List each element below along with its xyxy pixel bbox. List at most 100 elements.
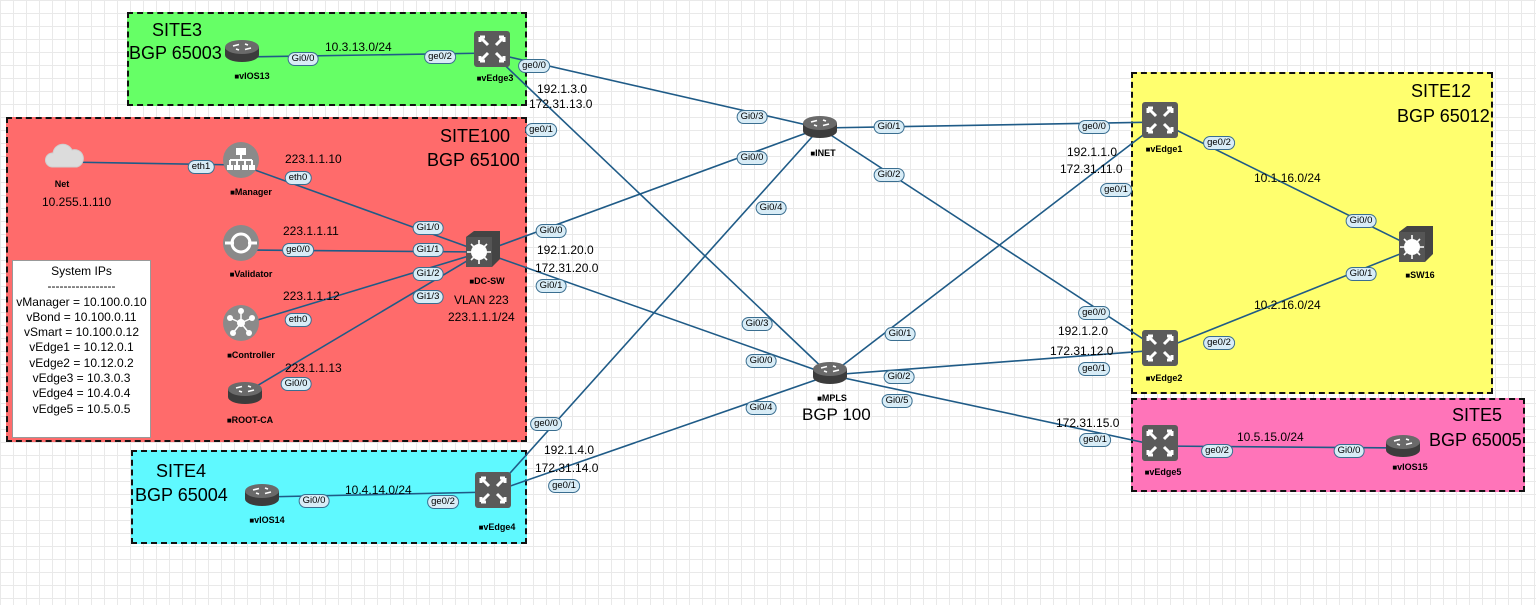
vedge-icon[interactable] bbox=[1140, 328, 1180, 368]
vedge-icon[interactable] bbox=[473, 470, 513, 510]
vedge1-mpls-ip-label: 172.31.11.0 bbox=[1060, 162, 1123, 176]
iface-tag: Gi0/3 bbox=[736, 110, 768, 124]
link-vedge4-mpls bbox=[492, 374, 831, 493]
vedge-icon[interactable] bbox=[1140, 423, 1180, 463]
site4-title: SITE4 bbox=[156, 461, 207, 481]
iface-tag: Gi0/5 bbox=[881, 394, 913, 408]
iface-tag: ge0/2 bbox=[424, 50, 456, 64]
site4-bgp: BGP 65004 bbox=[135, 485, 228, 505]
link-validator-dcsw bbox=[240, 249, 483, 253]
iface-tag: Gi1/0 bbox=[412, 221, 444, 235]
cloud-icon[interactable] bbox=[44, 137, 84, 177]
iface-tag: eth1 bbox=[187, 160, 215, 174]
controller-icon[interactable] bbox=[221, 303, 261, 343]
system-ip-line: vEdge4 = 10.4.0.4 bbox=[32, 386, 131, 401]
site5-subnet-label: 10.5.15.0/24 bbox=[1237, 430, 1304, 444]
link-rootca-dcsw bbox=[244, 251, 483, 394]
node-label-controller: Controller bbox=[227, 350, 275, 361]
site3-subnet-label: 10.3.13.0/24 bbox=[325, 40, 392, 54]
iface-tag: ge0/2 bbox=[427, 495, 459, 509]
link-vedge3-mpls bbox=[491, 52, 831, 376]
iface-tag: ge0/2 bbox=[1203, 336, 1235, 350]
vedge3-inet-ip-label: 192.1.3.0 bbox=[537, 82, 588, 96]
iface-tag: Gi0/1 bbox=[535, 279, 567, 293]
link-vedge1-sw16 bbox=[1159, 121, 1416, 249]
node-label-vedge2: vEdge2 bbox=[1146, 373, 1182, 384]
iface-tag: ge0/1 bbox=[1100, 183, 1132, 197]
link-mpls-vedge1 bbox=[829, 121, 1161, 376]
node-label-vedge3: vEdge3 bbox=[477, 73, 513, 84]
site4-subnet-label: 10.4.14.0/24 bbox=[345, 483, 412, 497]
iface-tag: Gi1/2 bbox=[412, 267, 444, 281]
vedge-icon[interactable] bbox=[1140, 100, 1180, 140]
iface-tag: Gi0/2 bbox=[873, 168, 905, 182]
validator-ip-label: 223.1.1.11 bbox=[283, 224, 339, 238]
system-ip-line: vBond = 10.100.0.11 bbox=[26, 309, 137, 324]
node-label-rootca: ROOT-CA bbox=[227, 415, 274, 426]
iface-tag: eth0 bbox=[284, 171, 312, 185]
site5-area bbox=[1131, 398, 1525, 492]
iface-tag: Gi1/3 bbox=[412, 290, 444, 304]
dcsw-mpls-ip-label: 172.31.20.0 bbox=[535, 261, 599, 275]
link-vedge2-sw16 bbox=[1159, 247, 1416, 351]
link-vedge5-vios15 bbox=[1159, 445, 1404, 449]
vedge2-inet-ip-label: 192.1.2.0 bbox=[1058, 324, 1109, 338]
switch-icon[interactable] bbox=[1395, 224, 1435, 264]
site12-title: SITE12 bbox=[1411, 81, 1472, 101]
link-dcsw-inet bbox=[481, 127, 821, 253]
node-label-net: Net bbox=[54, 179, 70, 189]
iface-tag: Gi0/4 bbox=[745, 401, 777, 415]
vlan-label: VLAN 223 bbox=[454, 293, 509, 307]
site12-subnet1-label: 10.1.16.0/24 bbox=[1254, 171, 1321, 185]
iface-tag: Gi0/3 bbox=[741, 317, 773, 331]
node-label-dcsw: DC-SW bbox=[469, 276, 505, 287]
iface-tag: ge0/0 bbox=[1078, 120, 1110, 134]
node-label-sw16: SW16 bbox=[1405, 270, 1435, 281]
link-controller-dcsw bbox=[240, 251, 483, 326]
manager-ip-label: 223.1.1.10 bbox=[285, 152, 342, 166]
router-icon[interactable] bbox=[242, 474, 282, 514]
iface-tag: Gi0/1 bbox=[884, 327, 916, 341]
link-net-manager bbox=[63, 161, 242, 166]
site5-title: SITE5 bbox=[1452, 405, 1503, 425]
site100-bgp: BGP 65100 bbox=[427, 150, 520, 170]
iface-tag: ge0/1 bbox=[548, 479, 580, 493]
router-icon[interactable] bbox=[222, 30, 262, 70]
node-label-inet: INET bbox=[810, 148, 836, 159]
system-ip-line: vEdge2 = 10.12.0.2 bbox=[29, 355, 134, 370]
site12-subnet2-label: 10.2.16.0/24 bbox=[1254, 298, 1321, 312]
link-manager-dcsw bbox=[240, 164, 483, 253]
iface-tag: Gi1/1 bbox=[412, 243, 444, 257]
node-label-validator: Validator bbox=[230, 269, 272, 280]
system-ips-divider: ----------------- bbox=[47, 279, 116, 294]
link-mpls-vedge5 bbox=[829, 374, 1161, 447]
router-icon[interactable] bbox=[800, 106, 840, 146]
iface-tag: eth0 bbox=[284, 313, 312, 327]
switch-icon[interactable] bbox=[462, 229, 502, 269]
mpls-bgp-label: BGP 100 bbox=[802, 405, 871, 424]
iface-tag: ge0/0 bbox=[530, 417, 562, 431]
iface-tag: ge0/1 bbox=[1079, 433, 1111, 447]
iface-tag: ge0/2 bbox=[1203, 136, 1235, 150]
vedge-icon[interactable] bbox=[472, 29, 512, 69]
site12-bgp: BGP 65012 bbox=[1397, 106, 1490, 126]
manager-icon[interactable] bbox=[221, 140, 261, 180]
site100-title: SITE100 bbox=[440, 126, 511, 146]
node-label-vios15: vIOS15 bbox=[1392, 462, 1428, 473]
node-label-vios14: vIOS14 bbox=[249, 515, 285, 526]
router-icon[interactable] bbox=[225, 372, 265, 412]
iface-tag: Gi0/0 bbox=[1333, 444, 1365, 458]
node-label-vios13: vIOS13 bbox=[234, 71, 270, 82]
node-label-mpls: MPLS bbox=[817, 393, 847, 404]
validator-icon[interactable] bbox=[221, 223, 261, 263]
iface-tag: Gi0/0 bbox=[535, 224, 567, 238]
iface-tag: Gi0/4 bbox=[755, 201, 787, 215]
site3-bgp: BGP 65003 bbox=[129, 43, 222, 63]
system-ip-line: vEdge1 = 10.12.0.1 bbox=[29, 340, 134, 355]
link-vedge4-inet bbox=[492, 127, 821, 493]
iface-tag: Gi0/0 bbox=[280, 377, 312, 391]
router-icon[interactable] bbox=[810, 352, 850, 392]
router-icon[interactable] bbox=[1383, 425, 1423, 465]
iface-tag: Gi0/0 bbox=[1345, 214, 1377, 228]
node-label-vedge4: vEdge4 bbox=[479, 522, 515, 533]
